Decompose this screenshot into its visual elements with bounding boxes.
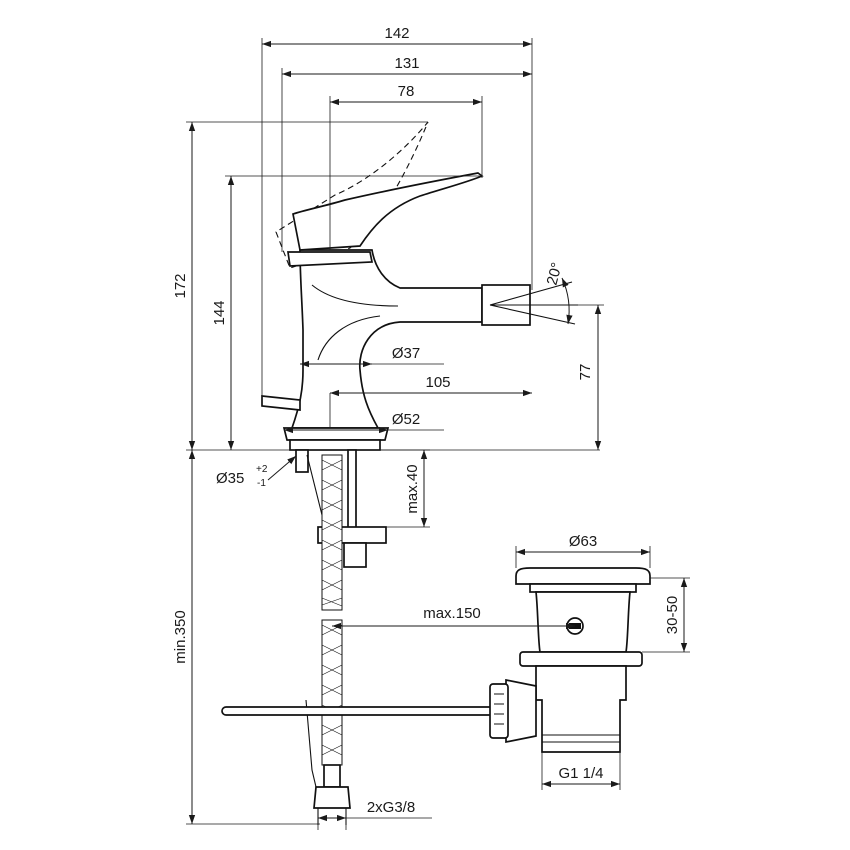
- label-hole-tolerance-plus: +2: [256, 464, 268, 475]
- waste-body: [535, 591, 631, 653]
- stud-nut-top: [295, 449, 309, 473]
- label-waste-thread: G1 1/4: [558, 765, 603, 782]
- label-hole-diameter: Ø35: [216, 470, 244, 487]
- label-hose-connection: 2xG3/8: [367, 799, 415, 816]
- label-hole-tolerance-minus: -1: [257, 478, 266, 489]
- waste-lock-nut: [519, 651, 643, 667]
- label-overall-height: 172: [172, 273, 189, 298]
- label-outlet-height: 77: [577, 364, 594, 381]
- fixing-nut: [343, 542, 367, 568]
- label-min-hose-length: min.350: [172, 610, 189, 663]
- hose-upper-braid: [321, 459, 343, 607]
- body-highlight-lower: [317, 315, 381, 361]
- waste-tailpiece: [535, 665, 627, 753]
- body-highlight-upper: [311, 284, 399, 307]
- cartridge-cap: [287, 251, 374, 267]
- label-spout-width: 131: [394, 55, 419, 72]
- label-lever-reach: 78: [398, 83, 415, 100]
- faucet-body: [290, 249, 483, 429]
- label-spray-angle: 20°: [544, 261, 566, 287]
- label-max-rod-distance: max.150: [423, 605, 481, 622]
- waste-flange: [529, 583, 637, 593]
- label-body-height: 144: [211, 300, 228, 325]
- dimension-lines: [186, 38, 690, 830]
- second-hose: [305, 699, 317, 788]
- label-base-diameter-upper: Ø37: [392, 345, 420, 362]
- dimension-labels: 142 131 78 172 144 77 20° Ø37 105 Ø52 Ø3…: [172, 25, 681, 816]
- base-flange: [289, 439, 381, 451]
- rod-connector: [505, 678, 537, 744]
- label-spout-projection: 105: [425, 374, 450, 391]
- hose-ferrule: [323, 764, 341, 788]
- rod-connector-nut: [489, 683, 509, 739]
- lever-raised-outline: [275, 121, 429, 269]
- label-base-diameter-lower: Ø52: [392, 411, 420, 428]
- lever-handle: [292, 172, 484, 251]
- hose-upper: [321, 454, 343, 611]
- popup-waste-drawing: [489, 567, 651, 753]
- faucet-drawing: [221, 121, 531, 825]
- label-waste-height-range: 30-50: [664, 596, 681, 634]
- popup-rod-knob: [261, 395, 301, 411]
- popup-rod-horizontal: [221, 706, 505, 716]
- threaded-stud: [347, 449, 357, 533]
- label-waste-cap-diameter: Ø63: [569, 533, 597, 550]
- rod-connector-grip: [494, 693, 504, 725]
- dim-arc-spray-angle: [561, 277, 573, 325]
- hose-nut: [313, 786, 351, 809]
- label-overall-width: 142: [384, 25, 409, 42]
- waste-cap: [515, 567, 651, 585]
- label-max-deck-thickness: max.40: [404, 464, 421, 513]
- dim-leader-hole: [267, 455, 297, 481]
- hose-lower: [321, 619, 343, 766]
